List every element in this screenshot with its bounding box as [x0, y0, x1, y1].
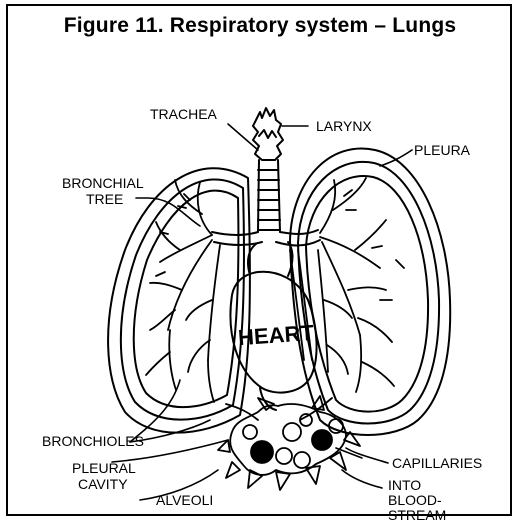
- label-larynx: LARYNX: [316, 118, 372, 134]
- left-lung: [108, 168, 250, 432]
- main-bronchi: [212, 230, 320, 246]
- label-capillaries: CAPILLARIES: [392, 455, 482, 471]
- label-into-bloodstream-line3: STREAM: [388, 507, 446, 523]
- right-lung: [290, 148, 450, 435]
- alveoli-cluster: [218, 396, 360, 490]
- label-into-bloodstream-line1: INTO: [388, 477, 421, 493]
- label-pleural-cavity-line2: CAVITY: [78, 476, 128, 492]
- label-pleura: PLEURA: [414, 142, 471, 158]
- label-heart: HEART: [237, 320, 315, 350]
- label-bronchial-tree-line1: BRONCHIAL: [62, 175, 144, 191]
- label-bronchial-tree-line2: TREE: [86, 191, 123, 207]
- label-alveoli: ALVEOLI: [156, 492, 213, 508]
- larynx-shape: [253, 108, 283, 160]
- trachea-shape: [258, 160, 280, 232]
- label-bronchioles: BRONCHIOLES: [42, 433, 144, 449]
- label-trachea: TRACHEA: [150, 106, 218, 122]
- right-bronchial-branches: [318, 178, 404, 392]
- label-pleural-cavity-line1: PLEURAL: [72, 460, 136, 476]
- label-into-bloodstream-line2: BLOOD-: [388, 492, 442, 508]
